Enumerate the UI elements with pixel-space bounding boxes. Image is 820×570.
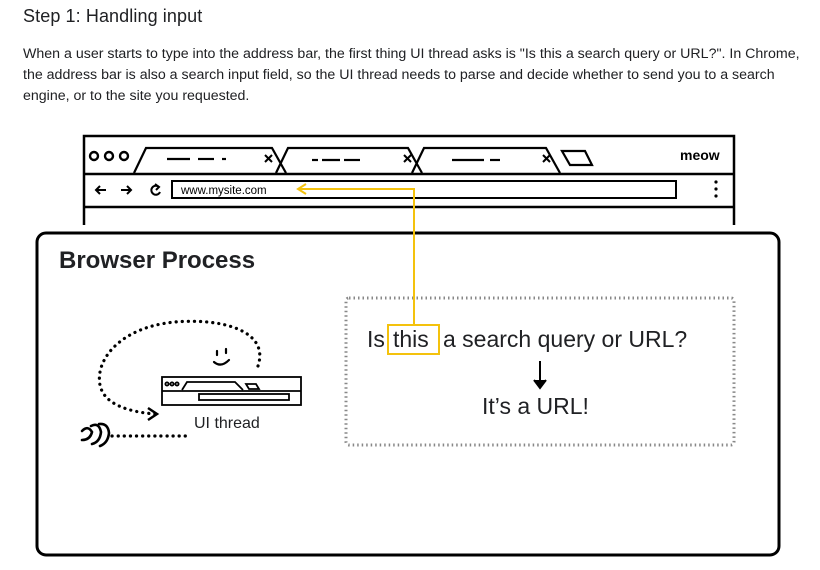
browser-process-box (35, 231, 781, 557)
thinking-face-icon (212, 347, 231, 366)
question-prefix: Is (367, 326, 385, 352)
this-highlight-box (387, 324, 440, 355)
tab-strip (133, 146, 594, 174)
question-highlight-word: this (393, 326, 429, 352)
down-arrow-icon (533, 361, 547, 390)
intro-paragraph: When a user starts to type into the addr… (23, 46, 800, 104)
ui-thread-mini-browser (161, 376, 302, 406)
menu-dots-icon (714, 180, 718, 198)
back-arrow-icon (94, 185, 106, 195)
browser-window-sketch (82, 134, 736, 225)
thinking-arrowhead-icon (147, 406, 160, 422)
ui-thread-label: UI thread (194, 415, 260, 432)
motion-lines-icon (80, 422, 111, 448)
highlight-connector (300, 188, 415, 325)
connector-arrowhead-icon (296, 183, 307, 195)
reload-icon (150, 183, 161, 196)
question-suffix: a search query or URL? (443, 326, 687, 352)
section-heading: Step 1: Handling input (23, 6, 203, 26)
tab-close-icon (264, 154, 551, 163)
answer-text: It’s a URL! (482, 393, 589, 419)
browser-brand: meow (680, 147, 720, 163)
browser-process-title: Browser Process (59, 247, 255, 274)
address-bar-url: www.mysite.com (180, 185, 267, 197)
address-bar (171, 180, 677, 199)
thinking-dotted-path (97, 319, 262, 438)
forward-arrow-icon (121, 185, 133, 195)
window-controls-icon (88, 150, 130, 162)
